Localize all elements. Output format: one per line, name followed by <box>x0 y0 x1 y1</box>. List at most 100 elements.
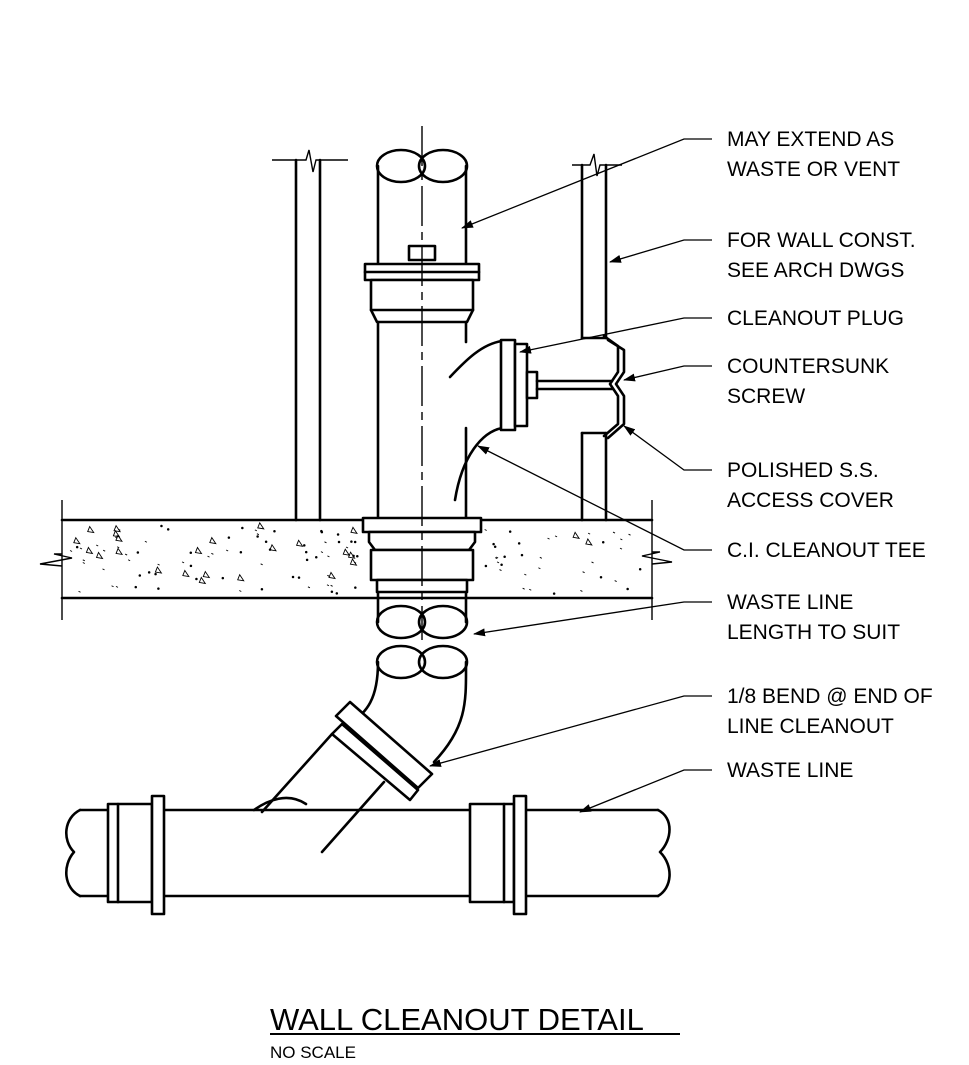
callout-screw-line1: COUNTERSUNK <box>727 355 889 378</box>
callout-plug-line1: CLEANOUT PLUG <box>727 307 904 330</box>
concrete-aggregate-mark <box>202 570 211 579</box>
concrete-aggregate-mark <box>619 547 623 550</box>
concrete-aggregate-mark <box>117 546 120 549</box>
concrete-aggregate-mark <box>307 586 311 589</box>
concrete-aggregate-mark <box>264 540 268 544</box>
concrete-aggregate-mark <box>221 576 225 580</box>
callout-leaders <box>429 138 712 813</box>
concrete-aggregate-mark <box>484 529 487 531</box>
concrete-aggregate-mark <box>572 531 581 539</box>
callout-cover-line2: ACCESS COVER <box>727 489 894 512</box>
callout-tee-line1: C.I. CLEANOUT TEE <box>727 539 926 562</box>
concrete-aggregate-mark <box>342 548 351 556</box>
concrete-aggregate-mark <box>520 553 524 557</box>
concrete-aggregate-mark <box>73 536 81 545</box>
cleanout-tee <box>361 262 504 594</box>
concrete-aggregate-mark <box>102 549 106 552</box>
concrete-aggregate-mark <box>189 551 193 555</box>
callout-labels: MAY EXTEND AS WASTE OR VENT FOR WALL CON… <box>727 128 933 782</box>
concrete-aggregate-mark <box>144 540 148 543</box>
eighth-bend-fitting <box>252 660 468 854</box>
concrete-aggregate-mark <box>115 547 124 556</box>
callout-wall-line1: FOR WALL CONST. <box>727 229 916 252</box>
concrete-aggregate-mark <box>599 576 603 579</box>
callout-cover-line1: POLISHED S.S. <box>727 459 879 482</box>
concrete-aggregate-mark <box>356 554 359 558</box>
concrete-aggregate-mark <box>111 585 114 588</box>
concrete-aggregate-mark <box>198 576 207 585</box>
concrete-aggregate-mark <box>524 573 527 576</box>
concrete-aggregate-mark <box>495 556 499 559</box>
concrete-aggregate-mark <box>115 586 119 588</box>
concrete-aggregate-mark <box>337 540 341 544</box>
callout-wasteline-vertical-line1: WASTE LINE <box>727 591 853 614</box>
concrete-aggregate-mark <box>115 534 123 542</box>
concrete-aggregate-mark <box>496 561 500 564</box>
concrete-aggregate-mark <box>499 569 502 571</box>
concrete-floor-slab <box>39 500 673 620</box>
concrete-stipple <box>69 521 642 595</box>
concrete-aggregate-mark <box>241 526 244 530</box>
concrete-aggregate-mark <box>327 555 330 558</box>
concrete-aggregate-mark <box>585 538 593 546</box>
concrete-aggregate-mark <box>124 553 128 556</box>
concrete-aggregate-mark <box>494 557 498 560</box>
concrete-aggregate-mark <box>353 540 357 544</box>
concrete-aggregate-mark <box>227 536 231 539</box>
concrete-aggregate-mark <box>166 528 170 531</box>
concrete-aggregate-mark <box>522 587 525 590</box>
concrete-aggregate-mark <box>538 567 541 570</box>
concrete-aggregate-mark <box>330 584 333 587</box>
concrete-aggregate-mark <box>157 563 160 566</box>
concrete-aggregate-mark <box>207 555 210 558</box>
concrete-aggregate-mark <box>335 592 339 595</box>
concrete-aggregate-mark <box>256 535 259 538</box>
concrete-aggregate-mark <box>209 536 217 545</box>
concrete-aggregate-mark <box>225 549 229 552</box>
drawing-title: WALL CLEANOUT DETAIL <box>270 1002 644 1037</box>
concrete-aggregate-mark <box>269 543 277 552</box>
concrete-aggregate-mark <box>78 590 81 593</box>
concrete-aggregate-mark <box>484 564 488 568</box>
concrete-aggregate-mark <box>95 551 104 560</box>
callout-wasteline-vertical-line2: LENGTH TO SUIT <box>727 621 900 644</box>
concrete-aggregate-mark <box>85 546 94 555</box>
concrete-aggregate-mark <box>254 529 258 532</box>
concrete-aggregate-mark <box>587 532 591 535</box>
concrete-aggregate-mark <box>82 559 85 562</box>
vertical-pipe-upper <box>375 148 469 268</box>
concrete-aggregate-mark <box>580 590 583 592</box>
concrete-aggregate-mark <box>614 580 617 582</box>
concrete-aggregate-mark <box>257 521 265 530</box>
concrete-aggregate-mark <box>95 544 99 547</box>
concrete-aggregate-mark <box>113 524 122 533</box>
concrete-aggregate-mark <box>79 547 83 550</box>
concrete-aggregate-mark <box>291 575 295 579</box>
concrete-aggregate-mark <box>181 561 185 564</box>
concrete-aggregate-mark <box>195 577 198 581</box>
concrete-aggregate-mark <box>320 551 324 554</box>
callout-wasteline-horizontal-line1: WASTE LINE <box>727 759 853 782</box>
concrete-aggregate-mark <box>82 562 85 564</box>
vertical-pipe-lower <box>375 590 469 680</box>
concrete-aggregate-mark <box>326 584 330 587</box>
concrete-aggregate-mark <box>493 545 497 549</box>
callout-bend-line1: 1/8 BEND @ END OF <box>727 685 933 708</box>
concrete-aggregate-mark <box>350 526 358 534</box>
concrete-aggregate-mark <box>320 529 323 533</box>
concrete-aggregate-mark <box>349 558 358 566</box>
concrete-aggregate-mark <box>503 555 506 558</box>
concrete-aggregate-mark <box>194 546 203 555</box>
concrete-aggregate-mark <box>211 552 214 555</box>
concrete-aggregate-mark <box>626 587 629 591</box>
concrete-aggregate-mark <box>591 561 594 564</box>
concrete-aggregate-mark <box>160 524 163 528</box>
concrete-aggregate-mark <box>347 551 356 559</box>
callout-extend-line2: WASTE OR VENT <box>727 158 900 181</box>
concrete-aggregate-mark <box>315 556 318 559</box>
concrete-aggregate-mark <box>552 592 556 595</box>
concrete-aggregate-mark <box>354 586 357 589</box>
concrete-aggregate-mark <box>529 588 532 591</box>
concrete-aggregate-mark <box>539 556 543 559</box>
